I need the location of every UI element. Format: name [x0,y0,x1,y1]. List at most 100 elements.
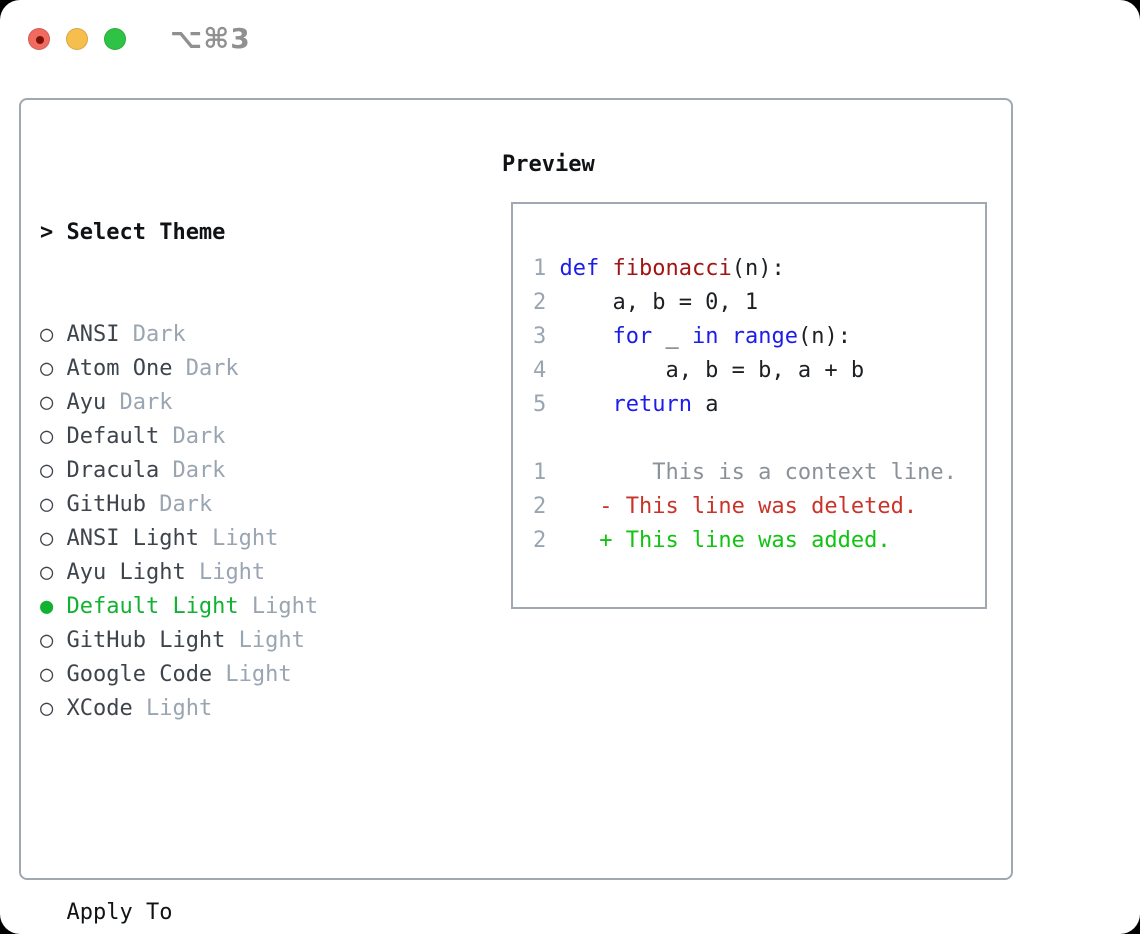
preview-title: Preview [502,152,595,177]
theme-variant: Light [225,628,305,653]
theme-variant: Dark [106,390,173,415]
code-segment: + This line was added. [559,528,891,553]
code-segment: - This line was deleted. [559,494,918,519]
minimize-button[interactable] [66,28,88,50]
prompt-caret-icon: > [40,220,67,245]
theme-option-github-light[interactable]: ○ GitHub Light Light [40,624,411,658]
left-column: > Select Theme ○ ANSI Dark○ Atom One Dar… [40,148,411,934]
code-segment [559,324,612,349]
theme-option-default-light[interactable]: ● Default Light Light [40,590,411,624]
line-number: 2 [533,290,560,315]
theme-variant: Light [198,526,279,551]
radio-unselected-icon: ○ [40,526,67,551]
radio-unselected-icon: ○ [40,662,67,687]
code-segment: a [691,392,719,417]
theme-name: Default Light [66,594,239,619]
theme-variant: Light [132,696,213,721]
radio-unselected-icon: ○ [40,458,67,483]
code-segment: This is a context line. [559,460,957,485]
titlebar: ⌥⌘3 [28,22,251,55]
code-line: 5 return a [533,388,985,422]
theme-name: Default [66,424,160,449]
theme-variant: Light [185,560,266,585]
theme-name: XCode [66,696,133,721]
theme-option-default[interactable]: ○ Default Dark [40,420,411,454]
theme-option-ansi-light[interactable]: ○ ANSI Light Light [40,522,411,556]
code-segment: def [559,256,600,281]
theme-variant: Dark [172,356,239,381]
code-segment [718,324,731,349]
theme-name: GitHub Light [66,628,226,653]
code-segment: for [612,324,653,349]
code-line: 1 def fibonacci(n): [533,252,985,286]
code-segment [599,256,612,281]
code-segment: a, b = b, a + b [559,358,865,383]
code-line: 3 for _ in range(n): [533,320,985,354]
code-line: 2 + This line was added. [533,524,985,558]
code-segment: fibonacci [612,256,732,281]
radio-unselected-icon: ○ [40,560,67,585]
theme-option-google-code[interactable]: ○ Google Code Light [40,658,411,692]
code-line: 2 - This line was deleted. [533,490,985,524]
theme-variant: Dark [119,322,186,347]
theme-variant: Light [238,594,319,619]
line-number: 2 [533,528,560,553]
theme-option-ayu-light[interactable]: ○ Ayu Light Light [40,556,411,590]
theme-name: ANSI [66,322,120,347]
line-number: 3 [533,324,560,349]
close-dot-icon [36,36,44,44]
line-number: 4 [533,358,560,383]
radio-unselected-icon: ○ [40,390,67,415]
radio-unselected-icon: ○ [40,356,67,381]
close-button[interactable] [28,28,50,50]
theme-option-xcode[interactable]: ○ XCode Light [40,692,411,726]
radio-unselected-icon: ○ [40,424,67,449]
line-number: 2 [533,494,560,519]
code-line: 4 a, b = b, a + b [533,354,985,388]
code-segment: (n): [731,256,785,281]
code-segment: a, b = 0, 1 [559,290,759,315]
radio-unselected-icon: ○ [40,322,67,347]
code-line: 2 a, b = 0, 1 [533,286,985,320]
radio-unselected-icon: ○ [40,492,67,517]
maximize-button[interactable] [104,28,126,50]
theme-name: Ayu [66,390,107,415]
theme-name: Atom One [66,356,173,381]
theme-variant: Dark [145,492,213,517]
theme-name: Dracula [66,458,160,483]
radio-selected-icon: ● [40,594,67,619]
line-number [533,422,559,456]
theme-name: ANSI Light [66,526,199,551]
code-segment: (n): [797,324,851,349]
theme-variant: Dark [159,458,226,483]
code-segment: range [731,324,798,349]
theme-variant: Light [212,662,292,687]
theme-name: Google Code [66,662,213,687]
theme-name: GitHub [66,492,146,517]
radio-unselected-icon: ○ [40,628,67,653]
theme-selector-panel: > Select Theme ○ ANSI Dark○ Atom One Dar… [19,98,1013,925]
theme-option-dracula[interactable]: ○ Dracula Dark [40,454,411,488]
line-number: 1 [533,256,560,281]
spacer [40,794,411,828]
radio-unselected-icon: ○ [40,696,67,721]
code-line: 1 This is a context line. [533,456,985,490]
theme-option-ansi[interactable]: ○ ANSI Dark [40,318,411,352]
code-segment: return [612,392,692,417]
theme-name: Ayu Light [66,560,186,585]
line-number: 5 [533,392,560,417]
apply-to-header: Apply To [40,896,411,930]
code-segment [559,392,612,417]
code-segment: in [691,324,719,349]
theme-option-github[interactable]: ○ GitHub Dark [40,488,411,522]
select-theme-title: Select Theme [66,220,226,245]
select-theme-header: > Select Theme [40,216,411,250]
window-shortcut-label: ⌥⌘3 [170,22,251,55]
code-line [533,422,985,456]
theme-option-ayu[interactable]: ○ Ayu Dark [40,386,411,420]
theme-option-atom-one[interactable]: ○ Atom One Dark [40,352,411,386]
apply-to-title: Apply To [66,900,173,925]
theme-list: ○ ANSI Dark○ Atom One Dark○ Ayu Dark○ De… [40,318,411,726]
